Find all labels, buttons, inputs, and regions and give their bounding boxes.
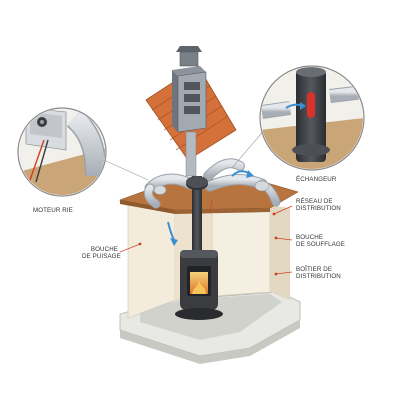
label-soufflage-line1: BOUCHE (296, 234, 324, 241)
leader-lines (119, 199, 293, 276)
wood-stove (175, 250, 223, 320)
label-echangeur-text: ÉCHANGEUR (296, 176, 337, 183)
label-bouche-puisage: BOUCHE DE PUISAGE (82, 246, 121, 261)
label-moteur: MOTEUR RIE (33, 207, 73, 214)
label-puisage-line1: BOUCHE (90, 246, 118, 253)
label-bouche-soufflage: BOUCHE DE SOUFFLAGE (296, 234, 345, 249)
label-boitier-line2: DISTRIBUTION (296, 273, 341, 281)
label-reseau: RÉSEAU DE DISTRIBUTION (296, 198, 341, 213)
airflow-arrows (167, 170, 254, 246)
label-boitier: BOÎTIER DE DISTRIBUTION (296, 266, 341, 281)
label-soufflage-line2: DE SOUFFLAGE (296, 241, 345, 249)
label-reseau-line1: RÉSEAU DE (296, 198, 333, 205)
motor-callout (17, 107, 149, 197)
exchanger-callout (231, 65, 365, 171)
label-moteur-text: MOTEUR RIE (33, 207, 73, 214)
label-boitier-line1: BOÎTIER DE (296, 266, 333, 273)
roof-heat-exchanger (172, 46, 207, 133)
label-echangeur: ÉCHANGEUR (296, 176, 336, 183)
label-reseau-line2: DISTRIBUTION (296, 205, 341, 213)
flue-pipe (185, 131, 208, 256)
label-puisage-line2: DE PUISAGE (82, 253, 121, 261)
